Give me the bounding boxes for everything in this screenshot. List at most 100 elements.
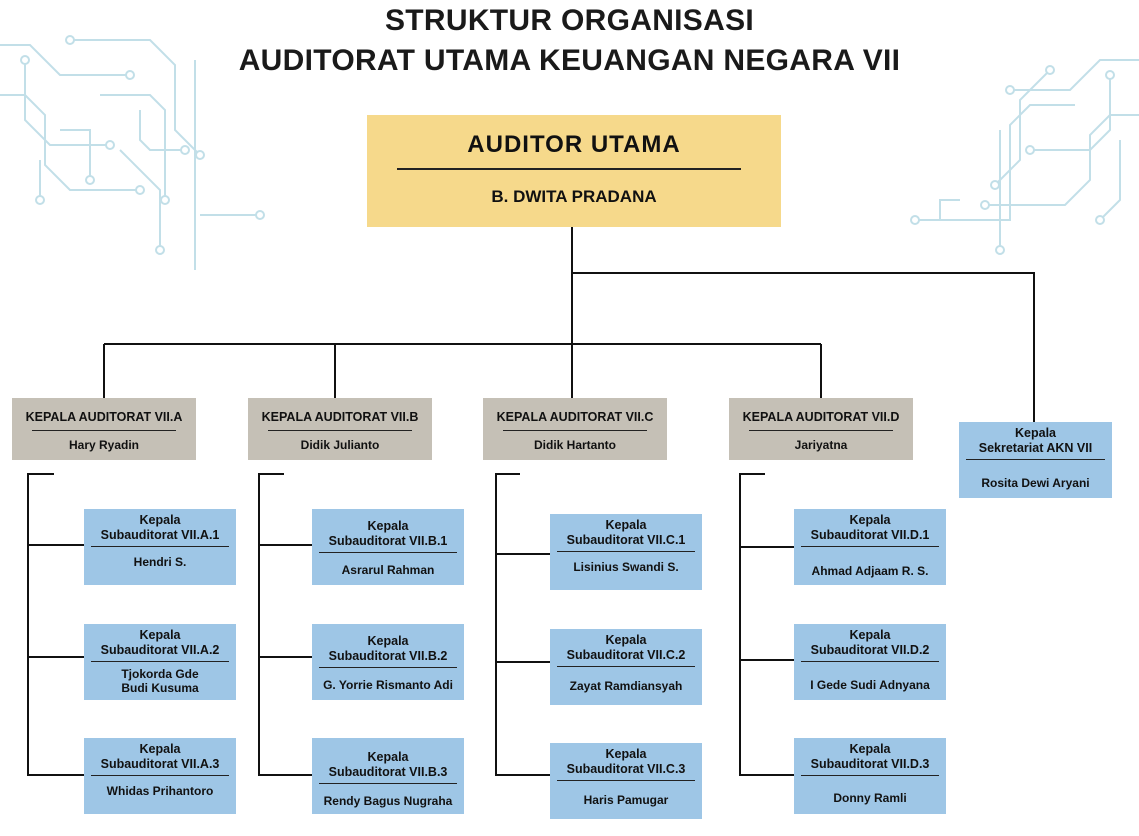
divider bbox=[801, 775, 939, 776]
head-name: Didik Julianto bbox=[300, 438, 380, 452]
sekretariat-name: Rosita Dewi Aryani bbox=[981, 476, 1090, 490]
role-line2: Subauditorat VII.D.2 bbox=[810, 643, 930, 657]
divider bbox=[319, 783, 457, 784]
col-c-tree bbox=[495, 473, 550, 776]
role-line1: Kepala bbox=[367, 634, 409, 648]
divider bbox=[91, 546, 229, 547]
role-line1: Kepala bbox=[849, 742, 891, 756]
head-box-c: KEPALA AUDITORAT VII.C Didik Hartanto bbox=[483, 398, 667, 460]
divider bbox=[91, 661, 229, 662]
role-line1: Kepala bbox=[367, 750, 409, 764]
role-line1: Kepala bbox=[139, 628, 181, 642]
role-line2: Subauditorat VII.C.3 bbox=[566, 762, 686, 776]
sub-name: Hendri S. bbox=[133, 555, 187, 569]
role-line2: Subauditorat VII.B.2 bbox=[328, 649, 448, 663]
name-line2: Budi Kusuma bbox=[121, 681, 199, 695]
divider bbox=[557, 666, 695, 667]
head-name: Hary Ryadin bbox=[68, 438, 140, 452]
role-line1: Kepala bbox=[1015, 426, 1056, 440]
role-line2: Subauditorat VII.D.1 bbox=[810, 528, 930, 542]
sub-name: Ahmad Adjaam R. S. bbox=[811, 564, 929, 578]
head-name: Didik Hartanto bbox=[533, 438, 616, 452]
divider bbox=[801, 546, 939, 547]
sub-name: Haris Pamugar bbox=[583, 793, 669, 807]
head-box-b: KEPALA AUDITORAT VII.B Didik Julianto bbox=[248, 398, 432, 460]
role-line2: Subauditorat VII.C.1 bbox=[566, 533, 686, 547]
divider bbox=[32, 430, 176, 431]
divider bbox=[557, 551, 695, 552]
role-line2: Subauditorat VII.C.2 bbox=[566, 648, 686, 662]
role-line1: Kepala bbox=[367, 519, 409, 533]
sub-name: Whidas Prihantoro bbox=[106, 784, 214, 798]
role-line2: Subauditorat VII.A.1 bbox=[100, 528, 220, 542]
role-line1: Kepala bbox=[139, 742, 181, 756]
role-line2: Subauditorat VII.D.3 bbox=[810, 757, 930, 771]
col-b-tree bbox=[258, 473, 312, 776]
sub-name: Donny Ramli bbox=[833, 791, 907, 805]
role-line2: Subauditorat VII.A.2 bbox=[100, 643, 220, 657]
head-role: KEPALA AUDITORAT VII.B bbox=[261, 410, 419, 424]
divider bbox=[557, 780, 695, 781]
chart-title-line1: STRUKTUR ORGANISASI bbox=[384, 4, 755, 37]
divider bbox=[268, 430, 412, 431]
divider bbox=[319, 552, 457, 553]
sekretariat-role: Kepala Sekretariat AKN VII bbox=[959, 426, 1112, 456]
role-line1: Kepala bbox=[849, 628, 891, 642]
col-a-tree bbox=[27, 473, 84, 776]
divider bbox=[966, 459, 1105, 460]
name-line1: Tjokorda Gde bbox=[121, 667, 199, 681]
sub-name: Rendy Bagus Nugraha bbox=[323, 794, 453, 808]
sub-name: I Gede Sudi Adnyana bbox=[810, 678, 930, 692]
sub-name: Zayat Ramdiansyah bbox=[569, 679, 683, 693]
divider bbox=[397, 168, 741, 170]
col-d-tree bbox=[739, 473, 794, 776]
sekretariat-branch bbox=[572, 272, 1035, 422]
role-line2: Subauditorat VII.B.3 bbox=[328, 765, 448, 779]
divider bbox=[91, 775, 229, 776]
role-line1: Kepala bbox=[605, 518, 647, 532]
head-role: KEPALA AUDITORAT VII.D bbox=[742, 410, 900, 424]
divider bbox=[801, 661, 939, 662]
chart-title-line2: AUDITORAT UTAMA KEUANGAN NEGARA VII bbox=[238, 44, 901, 77]
auditor-utama-role: AUDITOR UTAMA bbox=[467, 131, 681, 158]
head-box-d: KEPALA AUDITORAT VII.D Jariyatna bbox=[729, 398, 913, 460]
role-line1: Kepala bbox=[605, 633, 647, 647]
role-line1: Kepala bbox=[605, 747, 647, 761]
role-line1: Kepala bbox=[139, 513, 181, 527]
divider bbox=[503, 430, 647, 431]
sub-name: Asrarul Rahman bbox=[341, 563, 435, 577]
head-role: KEPALA AUDITORAT VII.C bbox=[496, 410, 654, 424]
sub-name: G. Yorrie Rismanto Adi bbox=[323, 678, 453, 692]
divider bbox=[749, 430, 893, 431]
role-line2: Sekretariat AKN VII bbox=[978, 441, 1093, 455]
role-line1: Kepala bbox=[849, 513, 891, 527]
head-box-a: KEPALA AUDITORAT VII.A Hary Ryadin bbox=[12, 398, 196, 460]
head-role: KEPALA AUDITORAT VII.A bbox=[25, 410, 183, 424]
role-line2: Subauditorat VII.B.1 bbox=[328, 534, 448, 548]
